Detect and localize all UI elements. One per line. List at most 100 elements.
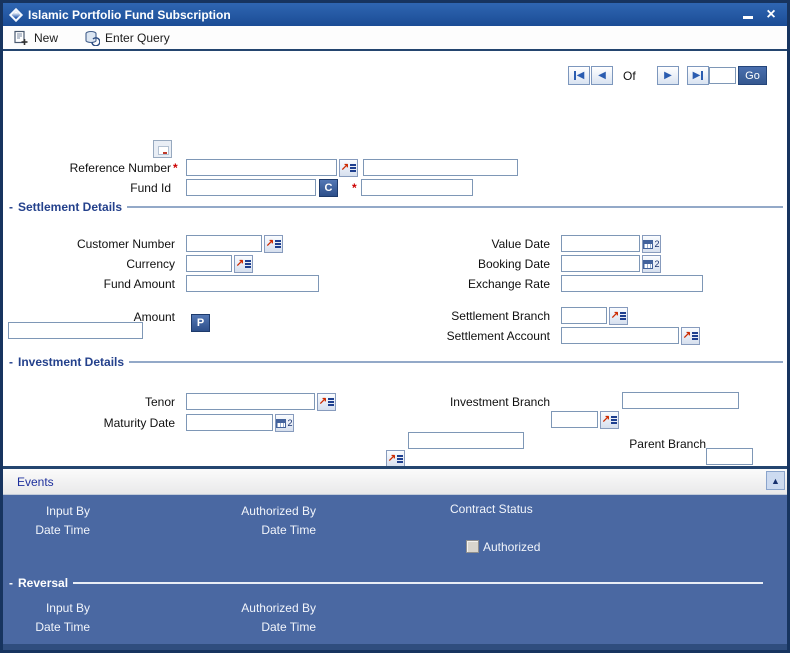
reversal-input-date-time-label: Date Time bbox=[35, 620, 90, 634]
section-collapse-dash: - bbox=[9, 576, 13, 590]
minimize-button[interactable] bbox=[740, 7, 756, 23]
events-input-by-label: Input By bbox=[45, 504, 90, 518]
investment-branch-lov-button[interactable]: ↗ bbox=[600, 411, 619, 429]
booking-date-calendar-button[interactable]: 2 bbox=[642, 255, 661, 273]
reversal-section-header: - Reversal bbox=[9, 576, 763, 590]
settlement-branch-label: Settlement Branch bbox=[451, 309, 550, 323]
first-record-button[interactable]: ◀ bbox=[568, 66, 590, 85]
new-button[interactable]: New bbox=[13, 30, 58, 46]
form-window-icon bbox=[153, 140, 172, 158]
events-link[interactable]: Events bbox=[17, 474, 54, 489]
value-date-calendar-button[interactable]: 2 bbox=[642, 235, 661, 253]
investment-branch-input[interactable] bbox=[551, 411, 598, 428]
section-rule bbox=[129, 361, 783, 363]
lov-arrow-icon: ↗ bbox=[387, 453, 397, 464]
settlement-branch-input[interactable] bbox=[561, 307, 607, 324]
investment-branch-description-input[interactable] bbox=[622, 392, 739, 409]
form-divider bbox=[3, 466, 787, 469]
parent-branch-label: Parent Branch bbox=[629, 437, 706, 451]
amount-input[interactable] bbox=[8, 322, 143, 339]
authorized-checkbox[interactable] bbox=[466, 540, 479, 553]
scroll-up-icon: ▲ bbox=[771, 475, 780, 486]
maturity-date-label: Maturity Date bbox=[103, 416, 175, 430]
lov-list-icon bbox=[328, 398, 335, 406]
fund-amount-input[interactable] bbox=[186, 275, 319, 292]
go-button[interactable]: Go bbox=[738, 66, 767, 85]
tenor-lov-button[interactable]: ↗ bbox=[317, 393, 336, 411]
fund-id-c-button[interactable]: C bbox=[319, 179, 338, 197]
reference-number-required-marker: * bbox=[173, 161, 178, 175]
settlement-branch-lov-button[interactable]: ↗ bbox=[609, 307, 628, 325]
reversal-auth-date-time-label: Date Time bbox=[261, 620, 316, 634]
app-diamond-icon bbox=[8, 7, 24, 22]
section-rule bbox=[73, 582, 763, 584]
maturity-date-calendar-button[interactable]: 2 bbox=[275, 414, 294, 432]
next-record-icon: ▶ bbox=[664, 69, 672, 81]
close-icon: × bbox=[766, 5, 776, 23]
tenor-label: Tenor bbox=[144, 395, 175, 409]
fund-id-label: Fund Id bbox=[130, 181, 171, 195]
minimize-icon bbox=[743, 16, 753, 19]
exchange-rate-input[interactable] bbox=[561, 275, 703, 292]
lov-arrow-icon: ↗ bbox=[318, 396, 328, 407]
last-record-button[interactable]: ▶ bbox=[687, 66, 709, 85]
fund-id-input[interactable] bbox=[186, 179, 316, 196]
events-header-bar: Events bbox=[3, 469, 787, 495]
investment-details-title: Investment Details bbox=[18, 355, 125, 369]
booking-date-input[interactable] bbox=[561, 255, 640, 272]
reference-number-input[interactable] bbox=[186, 159, 337, 176]
amount-label: Amount bbox=[133, 310, 175, 324]
events-input-date-time-label: Date Time bbox=[35, 523, 90, 537]
settlement-account-lov-button[interactable]: ↗ bbox=[681, 327, 700, 345]
fund-name-input[interactable] bbox=[361, 179, 473, 196]
contract-status-label: Contract Status bbox=[450, 502, 533, 516]
investment-details-section-header: - Investment Details bbox=[9, 355, 783, 369]
settlement-details-section-header: - Settlement Details bbox=[9, 200, 783, 214]
close-button[interactable]: × bbox=[763, 5, 779, 23]
reference-number-lov-button[interactable]: ↗ bbox=[339, 159, 358, 177]
lov-arrow-icon: ↗ bbox=[601, 414, 611, 425]
reference-number-description-input[interactable] bbox=[363, 159, 518, 176]
page-number-input[interactable] bbox=[709, 67, 736, 84]
toolbar: New Enter Query bbox=[3, 26, 787, 51]
fund-name-required-marker: * bbox=[352, 181, 357, 195]
customer-number-input[interactable] bbox=[186, 235, 262, 252]
currency-input[interactable] bbox=[186, 255, 232, 272]
maturity-date-input[interactable] bbox=[186, 414, 273, 431]
lov-list-icon bbox=[692, 332, 699, 340]
currency-lov-button[interactable]: ↗ bbox=[234, 255, 253, 273]
of-label: Of bbox=[623, 69, 636, 83]
database-query-icon bbox=[85, 30, 101, 46]
currency-label: Currency bbox=[126, 257, 175, 271]
reversal-authorized-by-label: Authorized By bbox=[241, 601, 316, 615]
section-collapse-dash: - bbox=[9, 200, 13, 214]
new-button-label: New bbox=[34, 30, 59, 45]
customer-number-lov-button[interactable]: ↗ bbox=[264, 235, 283, 253]
scroll-up-button[interactable]: ▲ bbox=[766, 471, 785, 490]
next-record-button[interactable]: ▶ bbox=[657, 66, 679, 85]
title-bar: Islamic Portfolio Fund Subscription × bbox=[3, 3, 787, 26]
lov-arrow-icon: ↗ bbox=[235, 258, 245, 269]
settlement-account-input[interactable] bbox=[561, 327, 679, 344]
lov-list-icon bbox=[245, 260, 252, 268]
previous-record-icon: ◀ bbox=[598, 69, 606, 81]
form-window-icon-dot bbox=[163, 152, 167, 154]
settlement-details-title: Settlement Details bbox=[18, 200, 123, 214]
enter-query-button[interactable]: Enter Query bbox=[84, 30, 170, 46]
left-arrow-icon: ◀ bbox=[576, 69, 585, 81]
value-date-input[interactable] bbox=[561, 235, 640, 252]
amount-p-button[interactable]: P bbox=[191, 314, 210, 332]
branch-description-input[interactable] bbox=[408, 432, 524, 449]
form-window-icon-pane bbox=[158, 146, 169, 155]
lov-list-icon bbox=[620, 312, 627, 320]
value-date-label: Value Date bbox=[491, 237, 550, 251]
right-arrow-icon: ▶ bbox=[692, 69, 701, 81]
calendar-icon: 2 bbox=[643, 259, 660, 269]
lov-list-icon bbox=[350, 164, 357, 172]
lov-list-icon bbox=[611, 416, 618, 424]
previous-record-button[interactable]: ◀ bbox=[591, 66, 613, 85]
parent-branch-input[interactable] bbox=[706, 448, 753, 465]
lov-arrow-icon: ↗ bbox=[265, 238, 275, 249]
tenor-input[interactable] bbox=[186, 393, 315, 410]
